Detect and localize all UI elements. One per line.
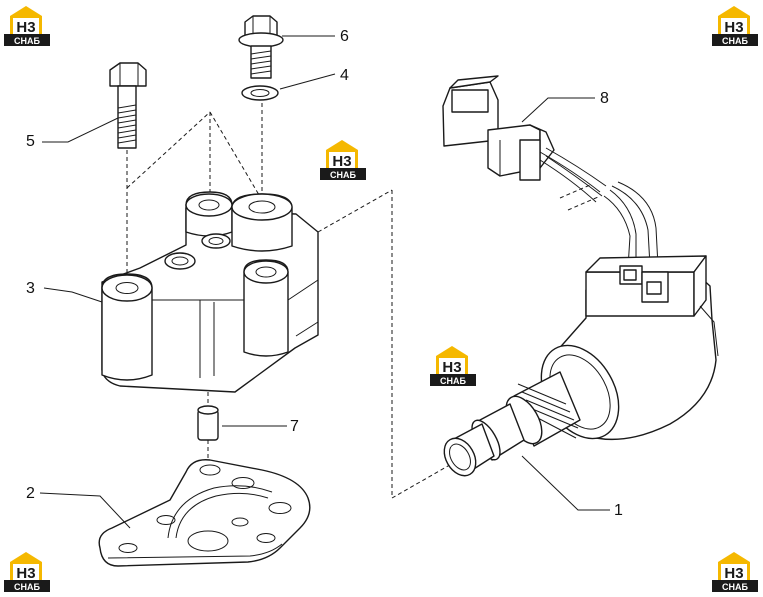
watermark-logo-subtext: CHAБ xyxy=(440,376,466,386)
watermark-logo-text: H3 xyxy=(442,359,461,376)
watermark-logo-subtext: CHAБ xyxy=(14,582,40,592)
callout-4: 5 xyxy=(26,133,35,150)
solenoid-valve-cartridge xyxy=(443,255,719,477)
watermark-logo-bottom-left: H3 CHAБ xyxy=(4,552,50,592)
watermark-logo-text: H3 xyxy=(724,565,743,582)
dowel-pin xyxy=(197,405,219,441)
watermark-logo-text: H3 xyxy=(16,565,35,582)
leader-lines xyxy=(39,35,610,529)
watermark-logo-subtext: CHAБ xyxy=(330,170,356,180)
callout-5: 4 xyxy=(340,67,349,84)
watermark-logo-top-left: H3 CHAБ xyxy=(4,6,50,46)
callout-7: 7 xyxy=(290,418,299,435)
watermark-logo-text: H3 xyxy=(332,153,351,170)
watermark-logo-center-top: H3 CHAБ xyxy=(320,140,366,180)
watermark-logo-text: H3 xyxy=(16,19,35,36)
gasket-plate xyxy=(98,459,311,567)
callout-8: 8 xyxy=(600,90,609,107)
watermark-logo-text: H3 xyxy=(724,19,743,36)
watermark-logo-subtext: CHAБ xyxy=(14,36,40,46)
washer xyxy=(241,85,279,101)
watermark-logo-subtext: CHAБ xyxy=(722,36,748,46)
wire-connector-harness xyxy=(442,75,659,269)
callout-2: 2 xyxy=(26,485,35,502)
callout-1: 1 xyxy=(614,502,623,519)
assembly-guide-lines xyxy=(126,103,599,499)
watermark-logo-center: H3 CHAБ xyxy=(430,346,476,386)
callout-3: 3 xyxy=(26,280,35,297)
callouts: 5 3 2 6 4 7 8 1 xyxy=(26,28,623,519)
callout-6: 6 xyxy=(340,28,349,45)
watermark-logo-top-right: H3 CHAБ xyxy=(712,6,758,46)
watermark-logo-subtext: CHAБ xyxy=(722,582,748,592)
long-bolt xyxy=(109,62,147,149)
watermark-logo-bottom-right: H3 CHAБ xyxy=(712,552,758,592)
flange-bolt xyxy=(238,15,284,79)
valve-housing-block xyxy=(101,191,319,393)
